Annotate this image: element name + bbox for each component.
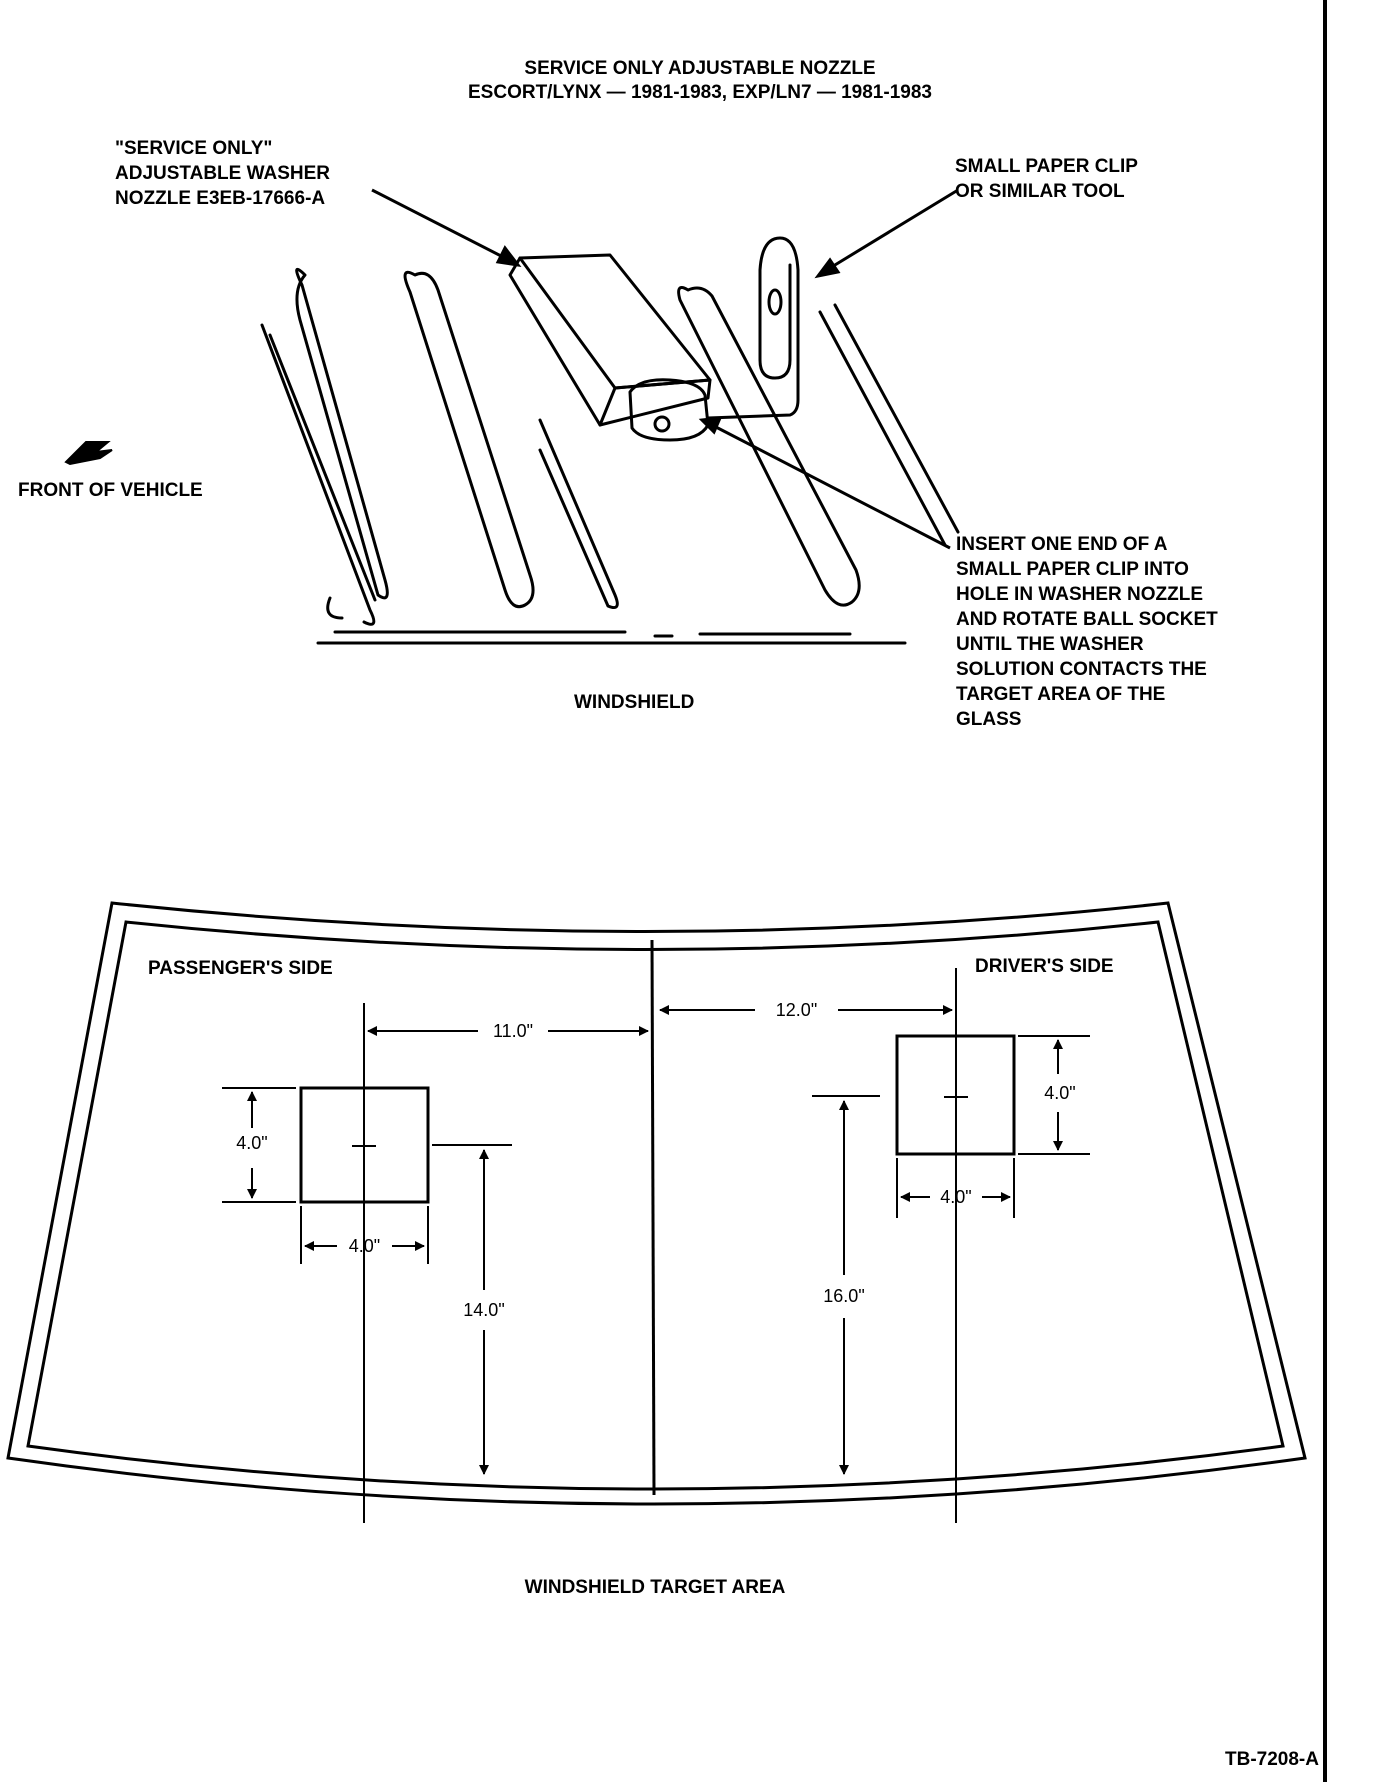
clip-tip [767,288,783,316]
front-of-vehicle-arrow-icon [64,441,113,466]
passenger-box-width: 4.0" [348,1236,381,1256]
page-border-right [1323,0,1327,1782]
passenger-bottom-distance: 14.0" [463,1300,505,1320]
front-of-vehicle-label: FRONT OF VEHICLE [18,480,203,501]
driver-side-label: DRIVER'S SIDE [975,956,1114,977]
defroster-ridge-3 [538,418,619,610]
windshield-target-area-caption: WINDSHIELD TARGET AREA [524,1577,786,1598]
adjustment-instruction: INSERT ONE END OF A SMALL PAPER CLIP INT… [956,534,1218,730]
instruction-leader-arrowhead [698,416,723,435]
defroster-ridge-1 [295,267,389,600]
outer-contour-line-left-b [268,333,377,602]
left-hook [326,596,344,620]
figure-id: TB-7208-A [1225,1749,1319,1770]
driver-box-height: 4.0" [1044,1083,1076,1103]
outer-contour-line-right-a [818,310,947,547]
defroster-ridge-2 [403,270,535,609]
nozzle-body-front [598,378,712,427]
bulletin-title-line1: SERVICE ONLY ADJUSTABLE NOZZLE [524,58,876,79]
outer-contour-line-left-a [260,323,376,626]
nozzle-body-side [508,256,617,427]
ball-socket-hole [653,415,671,433]
windshield-inner-outline [26,920,1285,1491]
passenger-side-label: PASSENGER'S SIDE [148,958,333,979]
instruction-leader-line [711,423,951,550]
nozzle-leader-line [371,188,506,260]
windshield-label: WINDSHIELD [574,692,695,713]
clip-leader-arrowhead [814,257,841,279]
driver-bottom-distance: 16.0" [823,1286,865,1306]
outer-contour-line-right-b [833,303,960,534]
defroster-ridge-4 [677,286,861,607]
nozzle-part-label: "SERVICE ONLY" ADJUSTABLE WASHER NOZZLE … [115,138,330,209]
nozzle-illustration [64,188,960,645]
paper-clip [706,236,800,420]
nozzle-leader-arrowhead [495,245,522,268]
driver-center-distance: 12.0" [775,1000,818,1020]
windshield-outer-outline [6,901,1307,1506]
bulletin-title-line2: ESCORT/LYNX — 1981-1983, EXP/LN7 — 1981-… [468,82,932,103]
passenger-box-height: 4.0" [236,1133,268,1153]
windshield-centerline [650,939,656,1496]
passenger-center-distance: 11.0" [492,1021,534,1041]
clip-tool-label: SMALL PAPER CLIP OR SIMILAR TOOL [955,156,1138,202]
driver-box-width: 4.0" [940,1187,972,1207]
clip-leader-line [829,188,959,270]
